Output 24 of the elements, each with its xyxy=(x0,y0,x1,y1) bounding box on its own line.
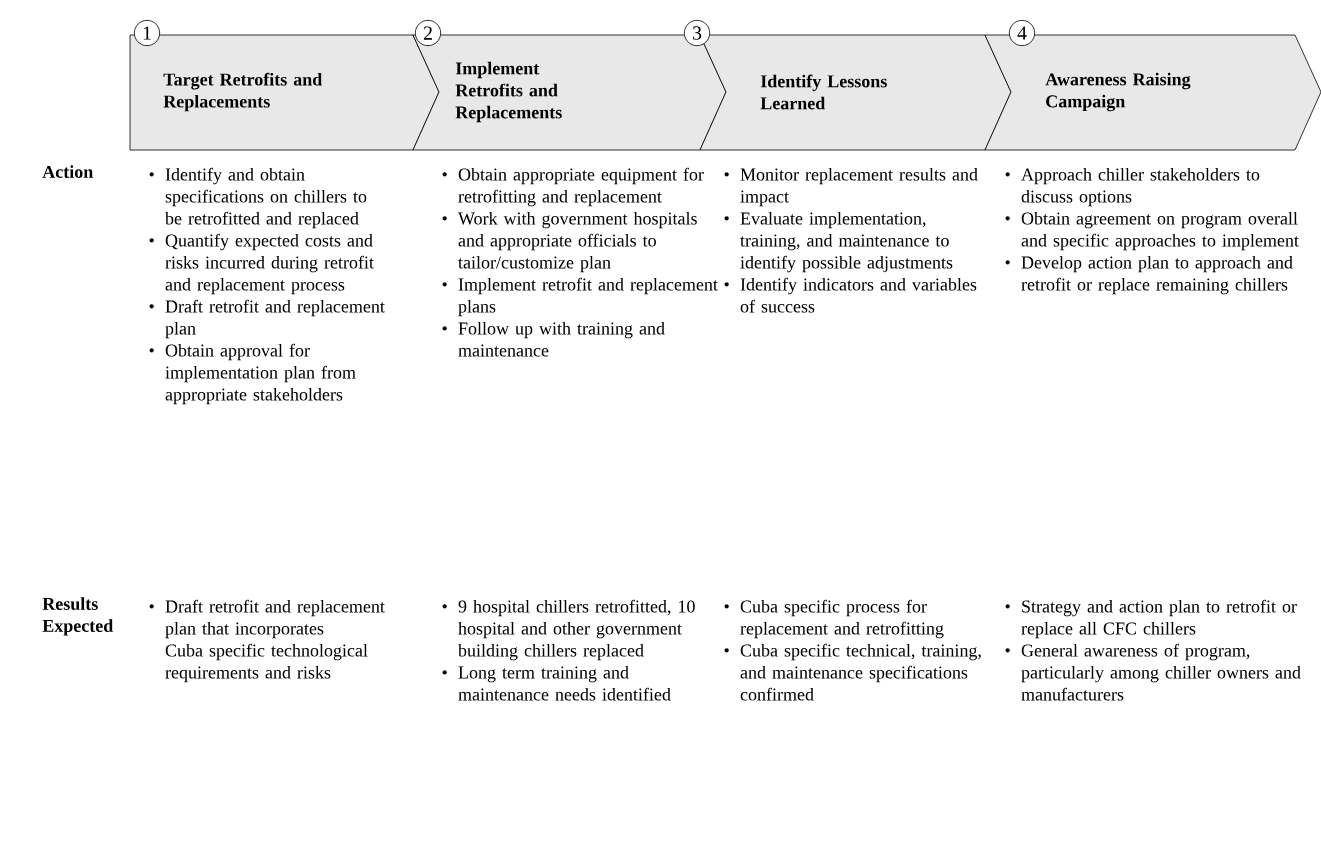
bullet-item: Identify indicators and variables of success xyxy=(740,277,977,313)
bullet-item: Obtain approval for implementation plan from appropriate stakeholders xyxy=(165,343,356,405)
bullet-item: Strategy and action plan to retrofit or replace all CFC chillers xyxy=(1021,599,1297,639)
bullet-item: Develop action plan to approach and retrofit or replace remaining chillers xyxy=(1021,255,1293,295)
bullet-item: Implement retrofit and replacement plans xyxy=(458,277,718,317)
bullet-item: Cuba specific technical, training, and maintenance specifications confirmed xyxy=(740,643,981,701)
bullet-item: 9 hospital chillers retrofitted, 10 hospital and other government building chillers replaced xyxy=(458,599,695,661)
bullet-item: Long term training and maintenance needs identified xyxy=(458,665,671,701)
bullet-item: Obtain appropriate equipment for retrofitting and replacement xyxy=(458,167,704,207)
row-heading: Results Expected xyxy=(42,597,114,636)
node-label: Awareness Raising Campaign xyxy=(1045,72,1191,112)
bullet-item: Identify and obtain specifications on chillers to be retrofitted and replaced xyxy=(165,167,367,229)
bullet-item: Follow up with training and maintenance xyxy=(458,321,665,357)
bullet-item: Obtain agreement on program overall and specific approaches to implement xyxy=(1021,211,1299,251)
bullet-item: Evaluate implementation, training, and maintenance to identify possible adjustments xyxy=(740,211,953,273)
bullet-item: Approach chiller stakeholders to discuss options xyxy=(1021,167,1260,207)
bullet-item: Draft retrofit and replacement plan that incorporates Cuba specific technological requirements and risks xyxy=(165,599,385,683)
bullet-item: Monitor replacement results and impact xyxy=(740,167,978,207)
bullet-item: Cuba specific process for replacement and retrofitting xyxy=(740,599,944,639)
bullet-item: Draft retrofit and replacement plan xyxy=(165,299,385,339)
row-heading: Action xyxy=(42,165,93,178)
bullet-item: General awareness of program, particularly among chiller owners and manufacturers xyxy=(1021,643,1301,701)
bullet-item: Work with government hospitals and appropriate officials to tailor/customize plan xyxy=(458,211,697,273)
bullet-item: Quantify expected costs and risks incurred during retrofit and replacement process xyxy=(165,233,374,295)
